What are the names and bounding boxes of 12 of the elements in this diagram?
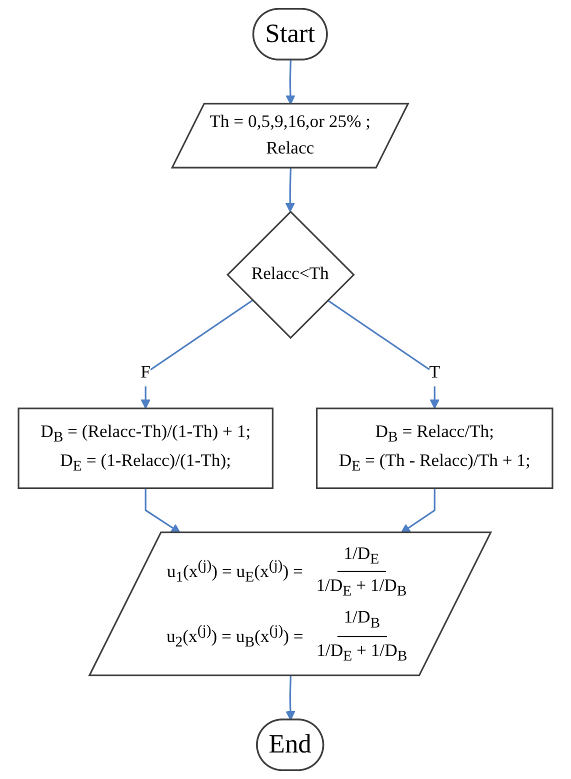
node-box: D$_{B}$ = Relacc/Th; D$_{E}$ = (Th - Relacc)/Th + 1; — [316, 408, 554, 490]
arrow — [400, 488, 436, 534]
edge-label: F — [140, 363, 151, 382]
arrow — [286, 676, 296, 720]
arrow — [285, 168, 295, 212]
arrow — [144, 488, 181, 534]
arrow — [327, 300, 440, 409]
arrow — [286, 60, 296, 105]
arrow — [140, 300, 254, 409]
node-box: D$_{B}$ = (Relacc-Th)/(1-Th) + 1; D$_{E}$ = (1-Relacc)/(1-Th); — [18, 408, 274, 490]
edge-label: T — [429, 363, 440, 382]
node-diamond: Relacc<Th — [226, 210, 355, 339]
